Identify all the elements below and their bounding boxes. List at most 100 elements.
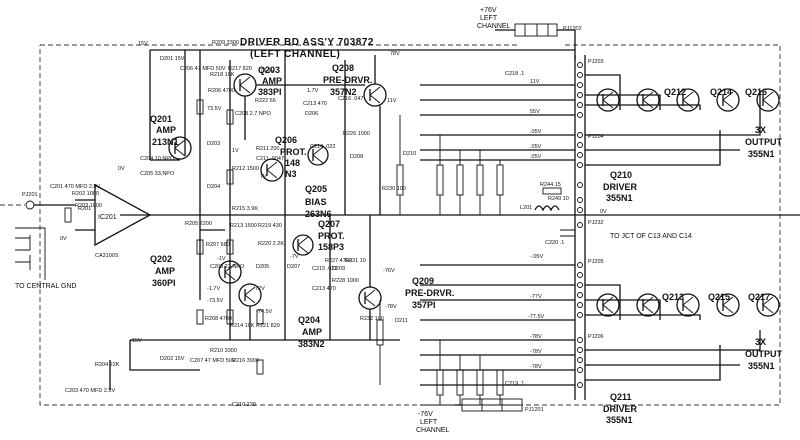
v-neg17: -1.7V (207, 286, 220, 292)
r222-label: R222 56 (255, 98, 276, 104)
l201-coil (534, 205, 575, 237)
pj203-label: PJ203 (588, 59, 604, 65)
d211-label: D211 (395, 318, 408, 324)
pj232-label: PJ232 (588, 220, 604, 226)
resistor-bank-bottom (376, 300, 520, 406)
v-745: 74.5V (260, 68, 275, 74)
transistor-q213-symbol (676, 293, 700, 317)
r210-label: R210 3300 (210, 348, 237, 354)
neg-supply-label: -76V (418, 411, 433, 418)
r228-label: R228 1000 (332, 278, 359, 284)
q209-role: PRE-DRVR. (405, 288, 454, 298)
r214-label: R214 10K (230, 323, 255, 329)
c206-label: C206 47 MFD 50V (180, 66, 226, 72)
v-11-b: 11V (387, 98, 397, 104)
q209-name: Q209 (412, 276, 434, 286)
r213-label: R213 1500 (230, 223, 257, 229)
q217-label: Q217 (748, 292, 770, 302)
q207-transistor (292, 234, 314, 256)
output-transistors-bottom (596, 293, 780, 317)
v-0-in: 0V (60, 236, 67, 242)
board-subtitle: (LEFT CHANNEL) (250, 49, 340, 60)
v-15: 15V (138, 41, 148, 47)
d206-label: D206 (305, 111, 318, 117)
q207-part: 158P3 (318, 242, 344, 252)
c213-label: C213 470 (312, 286, 336, 292)
transistor-q215-symbol (716, 293, 740, 317)
c218-label: C218 .1 (505, 71, 524, 77)
to-jct-label: TO JCT OF C13 AND C14 (610, 233, 692, 240)
v-neg745: -74.5V (256, 309, 273, 315)
q208-name: Q208 (332, 63, 354, 73)
q202-name: Q202 (150, 254, 172, 264)
neg-supply-channel2: CHANNEL (416, 427, 450, 434)
ic201-opamp (75, 183, 152, 247)
q212-label: Q212 (664, 87, 686, 97)
q214-label: Q214 (710, 87, 732, 97)
d203-label: D203 (207, 141, 220, 147)
q210-role: DRIVER (603, 182, 638, 192)
c209-label: C209 22,NPO (210, 264, 245, 270)
c203-label: C203 470 MFD 2.5V (65, 388, 115, 394)
d209-label: D209 (332, 266, 345, 272)
r203-label: R203 1000 (75, 203, 102, 209)
pj206-label: PJ206 (588, 334, 604, 340)
q209-transistor (358, 286, 382, 310)
q203-name: Q203 (258, 65, 280, 75)
q216-label: Q216 (745, 87, 767, 97)
ic201-part: CA3100S (95, 253, 119, 259)
q207-role: PROT. (318, 231, 345, 241)
r220-label: R220 2.2K (258, 241, 284, 247)
r217-label: R217 820 (228, 66, 252, 72)
output-bottom-role: OUTPUT (745, 349, 783, 359)
v-05-a: .05V (530, 129, 542, 135)
v-11: 11V (530, 79, 540, 85)
c215-label: C215 .022 (312, 266, 337, 272)
output-top-count: 3X (755, 125, 766, 135)
v-neg78-c: -78V (530, 364, 542, 370)
transistor-q210-symbol (596, 88, 620, 112)
q201-transistor (168, 136, 192, 160)
q205-role: BIAS (305, 197, 327, 207)
ic201-name: IC201 (98, 214, 117, 221)
r216-label: R216 3900 (232, 358, 259, 364)
pos-supply-ref: PJ1202 (563, 26, 582, 32)
r230-label: R230 100 (382, 186, 406, 192)
v-775: -77.5V (528, 314, 545, 320)
q206-part: 148 (285, 158, 300, 168)
v-1: 1V (232, 148, 239, 154)
r227-label: R227 4700 (325, 258, 352, 264)
q204-part: 383N2 (298, 339, 325, 349)
r249-label: R249 10 (548, 196, 569, 202)
v-78: 78V (390, 51, 400, 57)
transistor-q212-symbol (676, 88, 700, 112)
r209-label: R209 3300 (212, 40, 239, 46)
v-neg1: -1V (217, 256, 226, 262)
q208-transistor (363, 83, 387, 107)
v-735: 73.5V (207, 106, 222, 112)
r218-label: R218 10K (210, 72, 235, 78)
pj204-label: PJ204 (588, 134, 604, 140)
r231-label: R231 10 (345, 258, 366, 264)
c207-label: C207 47 MFD 50V (190, 358, 236, 364)
v-neg78-b: -78V (530, 349, 542, 355)
r212-label: R212 1500 (232, 166, 259, 172)
connector-block-top (514, 23, 558, 37)
q202-role: AMP (155, 266, 175, 276)
q204-role: AMP (302, 327, 322, 337)
c208-label: C208 2.7 NPO (235, 111, 271, 117)
pos-supply-channel: LEFT (480, 15, 498, 22)
pos-supply-label: +76V (480, 7, 497, 14)
q206-role: PROT. (280, 147, 307, 157)
q205-transistor (260, 158, 284, 182)
r202-label: R202 1000 (72, 191, 99, 197)
r226-label: R226 1000 (343, 131, 370, 137)
connector-pins (577, 62, 583, 388)
d202-label: D202 15V (160, 356, 185, 362)
v-neg76: -76V (383, 268, 395, 274)
r219-label: R219 430 (258, 223, 282, 229)
q210-part: 355N1 (606, 193, 633, 203)
q205-name: Q205 (305, 184, 327, 194)
d204-label: D204 (207, 184, 220, 190)
v-0-left: 0V (118, 166, 125, 172)
